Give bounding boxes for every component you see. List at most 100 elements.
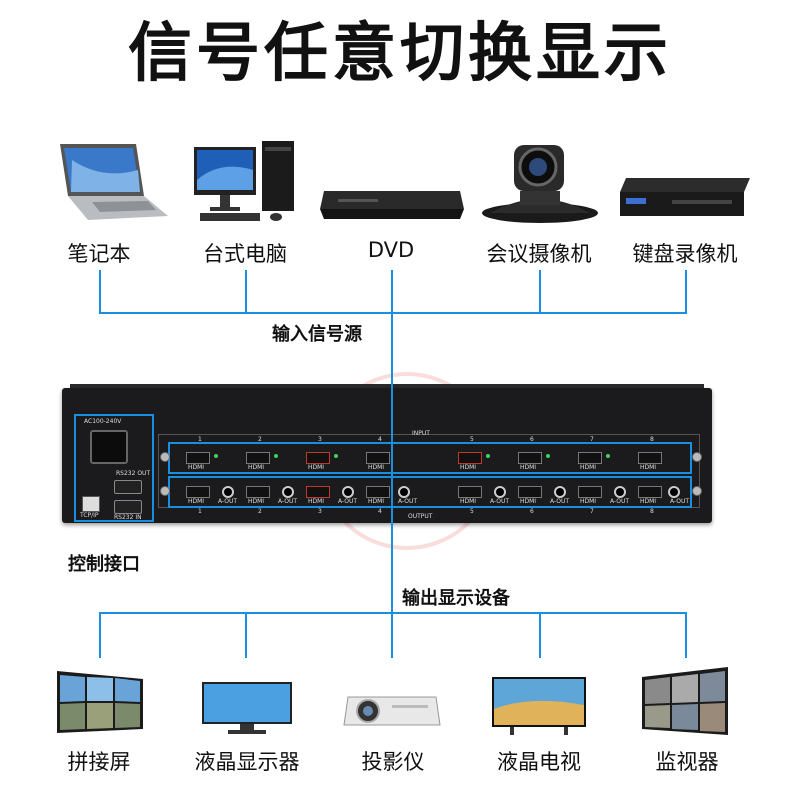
tcpip-port[interactable] [82,496,100,512]
conference-camera-icon [480,135,600,229]
panel-screw [692,452,702,462]
hdmi-output-port[interactable] [578,486,602,498]
panel-screw [160,486,170,496]
hdmi-input-port[interactable] [458,452,482,464]
input-port-number: 4 [378,436,382,443]
audio-out-label: A-OUT [550,498,570,505]
status-led [486,454,490,458]
hdmi-output-label: HDMI [308,498,325,505]
hdmi-input-label: HDMI [580,464,597,471]
rs232-out-port[interactable] [114,480,142,494]
input-label-laptop: 笔记本 [67,242,131,266]
rs232-out-label: RS232 OUT [116,470,151,477]
video-recorder-icon [612,172,754,232]
output-label-lcd-tv: 液晶电视 [497,750,581,774]
hdmi-input-port[interactable] [306,452,330,464]
output-line-monitor-wall [685,612,687,658]
hdmi-output-port[interactable] [458,486,482,498]
control-interface-highlight [74,414,154,522]
audio-out-jack[interactable] [554,486,566,498]
hdmi-input-label: HDMI [640,464,657,471]
output-line-lcd-monitor [245,612,247,658]
output-port-number: 4 [378,508,382,515]
status-led [334,454,338,458]
audio-out-label: A-OUT [218,498,238,505]
audio-out-jack[interactable] [668,486,680,498]
input-header: INPUT [412,430,430,437]
hdmi-output-label: HDMI [520,498,537,505]
output-port-number: 7 [590,508,594,515]
hdmi-input-label: HDMI [520,464,537,471]
hdmi-input-label: HDMI [308,464,325,471]
output-port-number: 8 [650,508,654,515]
hdmi-input-port[interactable] [518,452,542,464]
hdmi-output-label: HDMI [248,498,265,505]
output-label-lcd-monitor: 液晶显示器 [194,750,300,774]
hdmi-output-label: HDMI [368,498,385,505]
hdmi-output-port[interactable] [246,486,270,498]
hdmi-input-port[interactable] [638,452,662,464]
dvd-player-icon [318,185,466,229]
audio-out-label: A-OUT [610,498,630,505]
input-label-desktop: 台式电脑 [203,242,287,266]
audio-out-jack[interactable] [342,486,354,498]
input-line-camera [539,270,541,314]
audio-out-label: A-OUT [338,498,358,505]
input-line-recorder [685,270,687,314]
output-port-number: 5 [470,508,474,515]
matrix-switcher-rear-panel: AC100-240V RS232 OUT TCP/IP RS232 IN INP… [62,388,712,523]
hdmi-output-port[interactable] [638,486,662,498]
panel-screw [692,486,702,496]
input-port-number: 7 [590,436,594,443]
monitor-wall-icon [640,665,732,741]
audio-out-label: A-OUT [398,498,418,505]
output-port-number: 3 [318,508,322,515]
output-port-number: 1 [198,508,202,515]
hdmi-input-port[interactable] [186,452,210,464]
status-led [214,454,218,458]
main-vertical-line [391,270,393,658]
hdmi-input-label: HDMI [248,464,265,471]
hdmi-output-label: HDMI [188,498,205,505]
audio-out-label: A-OUT [670,498,690,505]
power-socket [90,430,128,464]
status-led [274,454,278,458]
input-label-recorder: 键盘录像机 [632,242,738,266]
input-port-number: 2 [258,436,262,443]
output-label-monitor-wall: 监视器 [655,750,719,774]
input-port-number: 8 [650,436,654,443]
hdmi-input-label: HDMI [368,464,385,471]
hdmi-output-label: HDMI [640,498,657,505]
audio-out-jack[interactable] [614,486,626,498]
output-section-label: 输出显示设备 [402,588,510,609]
hdmi-input-label: HDMI [188,464,205,471]
audio-out-jack[interactable] [282,486,294,498]
hdmi-input-port[interactable] [366,452,390,464]
projector-icon [340,685,444,739]
audio-out-jack[interactable] [494,486,506,498]
output-label-video-wall: 拼接屏 [67,750,131,774]
hdmi-output-port[interactable] [518,486,542,498]
power-label: AC100-240V [84,418,122,425]
rs232-in-port[interactable] [114,500,142,514]
status-led [606,454,610,458]
hdmi-output-port[interactable] [186,486,210,498]
input-line-desktop [245,270,247,314]
input-line-laptop [99,270,101,314]
hdmi-output-port[interactable] [306,486,330,498]
audio-out-jack[interactable] [398,486,410,498]
audio-out-jack[interactable] [222,486,234,498]
desktop-computer-icon [190,135,300,229]
audio-out-label: A-OUT [278,498,298,505]
hdmi-input-port[interactable] [246,452,270,464]
hdmi-input-port[interactable] [578,452,602,464]
hdmi-output-port[interactable] [366,486,390,498]
panel-screw [160,452,170,462]
rs232-in-label: RS232 IN [114,514,142,521]
status-led [546,454,550,458]
laptop-icon [52,140,170,229]
audio-out-label: A-OUT [490,498,510,505]
input-port-number: 1 [198,436,202,443]
page-title: 信号任意切换显示 [128,17,672,91]
output-label-projector: 投影仪 [361,750,425,774]
